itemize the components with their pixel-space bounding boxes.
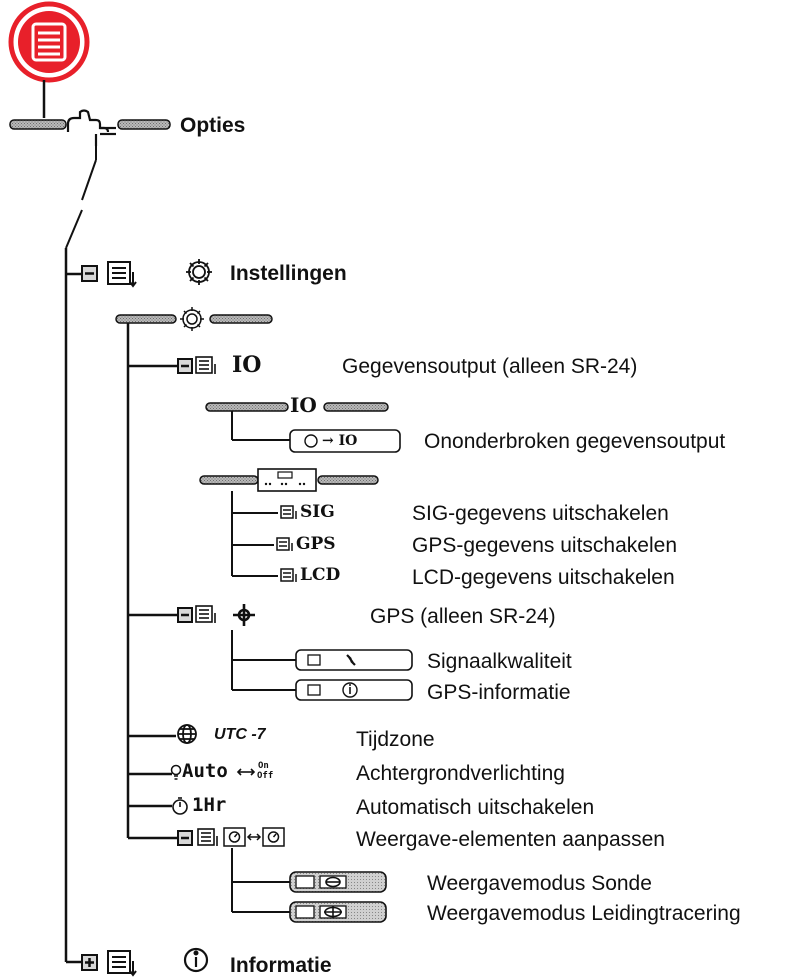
backlight-off: Off (257, 771, 274, 781)
timer-icon (172, 797, 188, 815)
autooff-code: 1Hr (192, 794, 227, 816)
info-icon (183, 947, 209, 973)
crosshair-icon (233, 604, 255, 626)
autooff-label[interactable]: Automatisch uitschakelen (356, 796, 595, 819)
lcd-code: LCD (300, 565, 341, 585)
sig-code: SIG (300, 502, 335, 522)
continuous-pill-text: → IO (322, 433, 358, 449)
hand-pointer-icon (66, 109, 116, 146)
globe-icon (177, 724, 197, 744)
opties-label: Opties (180, 114, 246, 137)
gps-list-node-icon (195, 605, 216, 623)
settings-list-icon (107, 261, 137, 288)
informatie-expand-toggle[interactable] (81, 954, 98, 971)
instellingen-collapse-toggle[interactable] (81, 265, 98, 282)
arrow-both-icon (236, 768, 256, 776)
opties-header-bar (9, 109, 171, 146)
gps-info-pill[interactable] (295, 679, 413, 701)
sonde-icon (325, 876, 341, 888)
sonde-mode-label[interactable]: Weergavemodus Sonde (427, 872, 652, 895)
gps-label[interactable]: GPS (alleen SR-24) (370, 605, 556, 628)
signal-quality-pill[interactable] (295, 649, 413, 671)
signal-quality-label[interactable]: Signaalkwaliteit (427, 650, 572, 673)
lcd-label[interactable]: LCD-gegevens uitschakelen (412, 566, 675, 589)
io-collapse-toggle[interactable] (177, 358, 193, 374)
io-bar-code: IO (290, 393, 317, 417)
gps-data-label[interactable]: GPS-gegevens uitschakelen (412, 534, 677, 557)
io-label[interactable]: Gegevensoutput (alleen SR-24) (342, 355, 638, 378)
data-output-icon (257, 468, 317, 492)
io-code: IO (232, 352, 262, 378)
sig-label[interactable]: SIG-gegevens uitschakelen (412, 502, 669, 525)
backlight-code: Auto (182, 760, 228, 782)
informatie-list-icon (107, 950, 137, 977)
timezone-label[interactable]: Tijdzone (356, 728, 435, 751)
continuous-output-pill[interactable] (289, 429, 401, 453)
screen-swap-icon (223, 827, 285, 847)
gps-info-label[interactable]: GPS-informatie (427, 681, 571, 704)
display-label[interactable]: Weergave-elementen aanpassen (356, 828, 665, 851)
gear-icon (186, 259, 212, 285)
display-collapse-toggle[interactable] (177, 830, 193, 846)
sig-list-icon (280, 505, 297, 519)
io-list-icon (195, 356, 216, 374)
bulb-icon (170, 764, 182, 780)
refresh-icon (304, 434, 318, 448)
instellingen-label[interactable]: Instellingen (230, 262, 347, 285)
gps-collapse-toggle[interactable] (177, 607, 193, 623)
menu-icon[interactable] (8, 1, 90, 83)
gps-list-icon (276, 537, 293, 551)
timezone-code: UTC -7 (214, 726, 266, 743)
satellite-icon (307, 654, 356, 666)
gear-small-icon (180, 307, 204, 331)
lcd-list-icon (280, 568, 297, 582)
backlight-label[interactable]: Achtergrondverlichting (356, 762, 565, 785)
informatie-label[interactable]: Informatie (230, 954, 332, 977)
line-trace-icon (324, 906, 342, 918)
continuous-output-label[interactable]: Ononderbroken gegevensoutput (424, 430, 726, 453)
line-trace-mode-label[interactable]: Weergavemodus Leidingtracering (427, 902, 741, 925)
gps-code: GPS (296, 534, 336, 554)
gps-info-list-icon (307, 682, 358, 698)
backlight-on: On (258, 761, 269, 771)
display-list-icon (197, 828, 218, 846)
